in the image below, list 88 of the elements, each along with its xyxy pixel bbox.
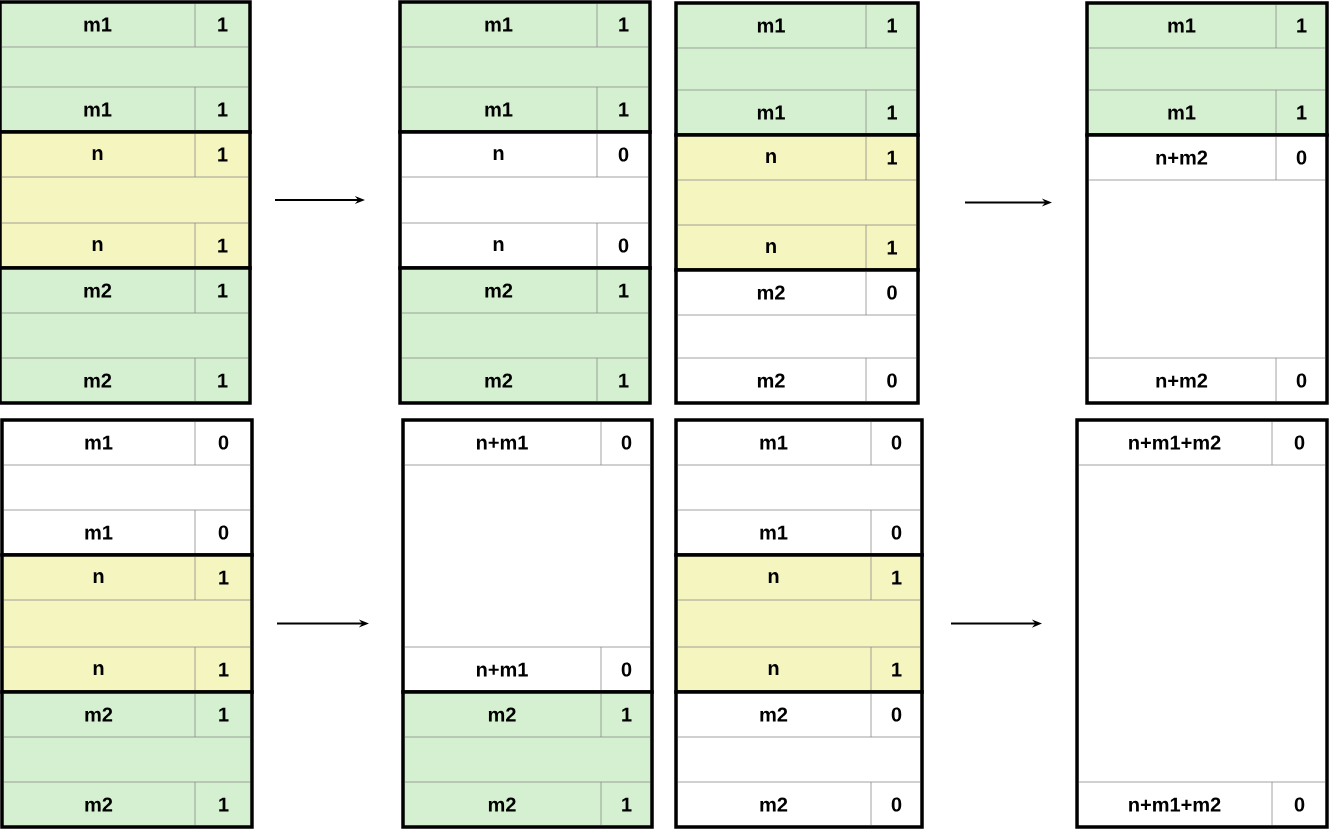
size-label: n: [766, 152, 776, 163]
allocated-bit: 1: [622, 707, 632, 722]
size-label: n: [493, 240, 504, 251]
allocated-bit: 1: [622, 797, 632, 812]
allocated-bit: 0: [218, 435, 229, 450]
allocated-bit: 0: [1296, 373, 1307, 388]
allocated-bit: 1: [619, 102, 629, 117]
size-label: n: [768, 664, 779, 675]
size-label: n+m2: [1156, 373, 1208, 388]
size-label: m1: [1168, 18, 1196, 33]
allocated-bit: 0: [891, 435, 902, 450]
size-label: n: [768, 572, 779, 583]
allocated-bit: 1: [892, 570, 902, 585]
allocated-bit: 1: [887, 150, 897, 165]
allocated-bit: 0: [621, 662, 632, 677]
size-label: m1: [760, 525, 788, 540]
allocated-bit: 0: [1294, 435, 1305, 450]
size-label: n: [93, 572, 104, 583]
allocated-bit: 0: [891, 707, 902, 722]
allocated-bit: 1: [619, 17, 629, 32]
size-label: n+m1: [476, 435, 528, 450]
size-label: m2: [485, 283, 513, 298]
size-label: n: [93, 664, 104, 675]
allocated-bit: 1: [219, 707, 229, 722]
allocated-bit: 0: [621, 435, 632, 450]
size-label: m1: [85, 435, 113, 450]
allocated-bit: 0: [887, 285, 897, 300]
allocated-bit: 0: [1294, 797, 1305, 812]
memory-block: [0, 266, 252, 405]
size-label: n: [766, 242, 776, 253]
allocated-bit: 1: [218, 147, 228, 162]
allocated-bit: 0: [1296, 150, 1307, 165]
memory-block: [401, 690, 654, 829]
allocated-bit: 1: [218, 238, 228, 253]
size-label: m1: [85, 525, 113, 540]
size-label: m2: [485, 373, 513, 388]
size-label: n: [92, 149, 103, 160]
allocated-bit: 1: [887, 18, 897, 33]
size-label: m2: [85, 797, 113, 812]
memory-block: [1075, 418, 1329, 829]
size-label: m1: [84, 102, 112, 117]
size-label: m2: [760, 797, 788, 812]
size-label: m1: [760, 435, 788, 450]
memory-block: [674, 690, 924, 829]
allocated-bit: 0: [887, 373, 897, 388]
memory-block: [674, 268, 920, 405]
size-label: m2: [84, 373, 112, 388]
allocated-bit: 0: [891, 525, 902, 540]
size-label: m1: [84, 17, 112, 32]
size-label: m1: [485, 102, 513, 117]
size-label: m1: [757, 105, 785, 120]
size-label: m2: [488, 797, 516, 812]
size-label: m2: [757, 373, 785, 388]
size-label: n+m1+m2: [1129, 797, 1221, 812]
allocated-bit: 1: [218, 283, 228, 298]
allocated-bit: 1: [218, 17, 228, 32]
allocated-bit: 1: [218, 102, 228, 117]
size-label: m1: [1168, 105, 1196, 120]
allocated-bit: 0: [618, 238, 629, 253]
size-label: m1: [757, 18, 785, 33]
allocated-bit: 1: [619, 373, 629, 388]
allocated-bit: 0: [618, 147, 629, 162]
allocated-bit: 1: [887, 105, 897, 120]
allocated-bit: 0: [891, 797, 902, 812]
size-label: n+m1: [476, 662, 528, 677]
allocated-bit: 1: [1297, 18, 1307, 33]
size-label: m2: [757, 285, 785, 300]
allocated-bit: 0: [218, 525, 229, 540]
allocated-bit: 1: [219, 570, 229, 585]
allocated-bit: 1: [619, 283, 629, 298]
allocated-bit: 1: [892, 662, 902, 677]
memory-block: [398, 266, 652, 405]
size-label: m2: [85, 707, 113, 722]
memory-block: [0, 690, 254, 829]
memory-block: [1085, 133, 1329, 405]
size-label: m1: [485, 17, 513, 32]
allocated-bit: 1: [219, 662, 229, 677]
size-label: n+m2: [1156, 150, 1208, 165]
allocated-bit: 1: [1297, 105, 1307, 120]
allocated-bit: 1: [219, 797, 229, 812]
size-label: n+m1+m2: [1129, 435, 1221, 450]
size-label: m2: [84, 283, 112, 298]
allocated-bit: 1: [887, 240, 897, 255]
size-label: n: [493, 149, 504, 160]
size-label: m2: [760, 707, 788, 722]
allocated-bit: 1: [218, 373, 228, 388]
size-label: n: [92, 240, 103, 251]
size-label: m2: [488, 707, 516, 722]
